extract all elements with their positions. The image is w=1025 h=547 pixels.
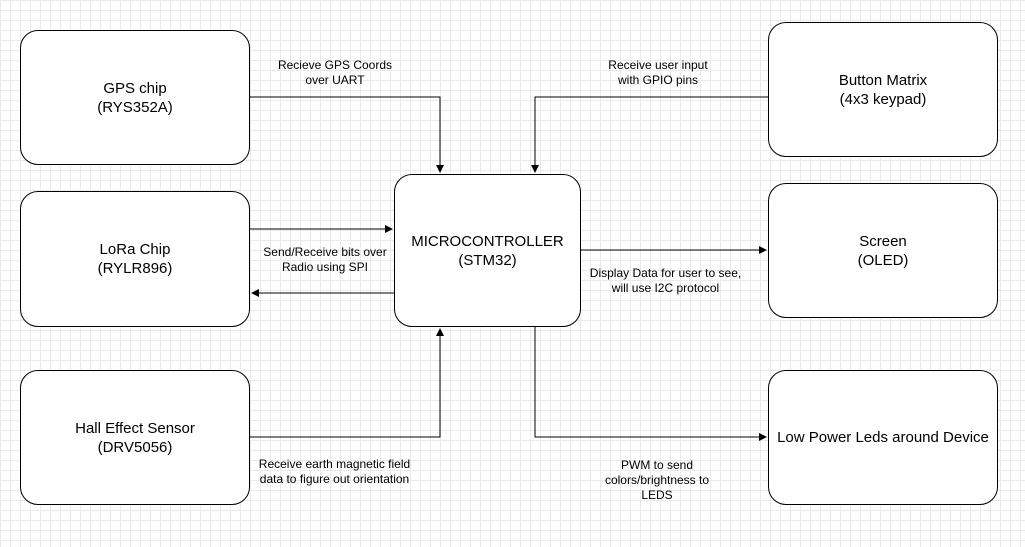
button-matrix-node[interactable]: Button Matrix (4x3 keypad) (768, 22, 998, 157)
label-hall-to-mcu: Receive earth magnetic field data to fig… (258, 457, 411, 486)
lora-chip-model: (RYLR896) (97, 260, 173, 277)
microcontroller-title: MICROCONTROLLER (411, 232, 564, 250)
screen-title: Screen (859, 232, 907, 250)
gps-chip-title: GPS chip (103, 79, 167, 97)
gps-chip-model: (RYS352A) (97, 98, 173, 116)
hall-sensor-title: Hall Effect Sensor (75, 419, 195, 437)
edge-mcu-to-leds (534, 327, 767, 441)
hall-sensor-model: (DRV5056) (97, 438, 173, 456)
leds-node[interactable]: Low Power Leds around Device (768, 370, 998, 505)
edge-buttons-to-mcu (531, 96, 768, 173)
label-mcu-to-screen: Display Data for user to see, will use I… (589, 266, 742, 295)
lora-chip-node[interactable]: LoRa Chip (RYLR896) (20, 191, 250, 327)
button-matrix-title: Button Matrix (838, 71, 928, 89)
screen-node[interactable]: Screen (OLED) (768, 183, 998, 318)
screen-model: (OLED) (857, 251, 909, 269)
gps-chip-node[interactable]: GPS chip (RYS352A) (20, 30, 250, 165)
edge-hall-to-mcu (250, 328, 444, 438)
leds-title: Low Power Leds around Device (777, 429, 989, 446)
label-mcu-to-leds: PWM to send colors/brightness to LEDS (604, 458, 710, 502)
label-buttons-to-mcu: Receive user input with GPIO pins (608, 58, 708, 87)
microcontroller-model: (STM32) (458, 251, 517, 269)
lora-chip-title: LoRa Chip (99, 241, 171, 258)
button-matrix-model: (4x3 keypad) (839, 90, 927, 108)
label-gps-to-mcu: Recieve GPS Coords over UART (277, 58, 393, 87)
label-lora-mcu: Send/Receive bits over Radio using SPI (263, 245, 387, 274)
edge-gps-to-mcu (250, 96, 444, 173)
microcontroller-node[interactable]: MICROCONTROLLER (STM32) (394, 174, 581, 327)
hall-sensor-node[interactable]: Hall Effect Sensor (DRV5056) (20, 370, 250, 505)
